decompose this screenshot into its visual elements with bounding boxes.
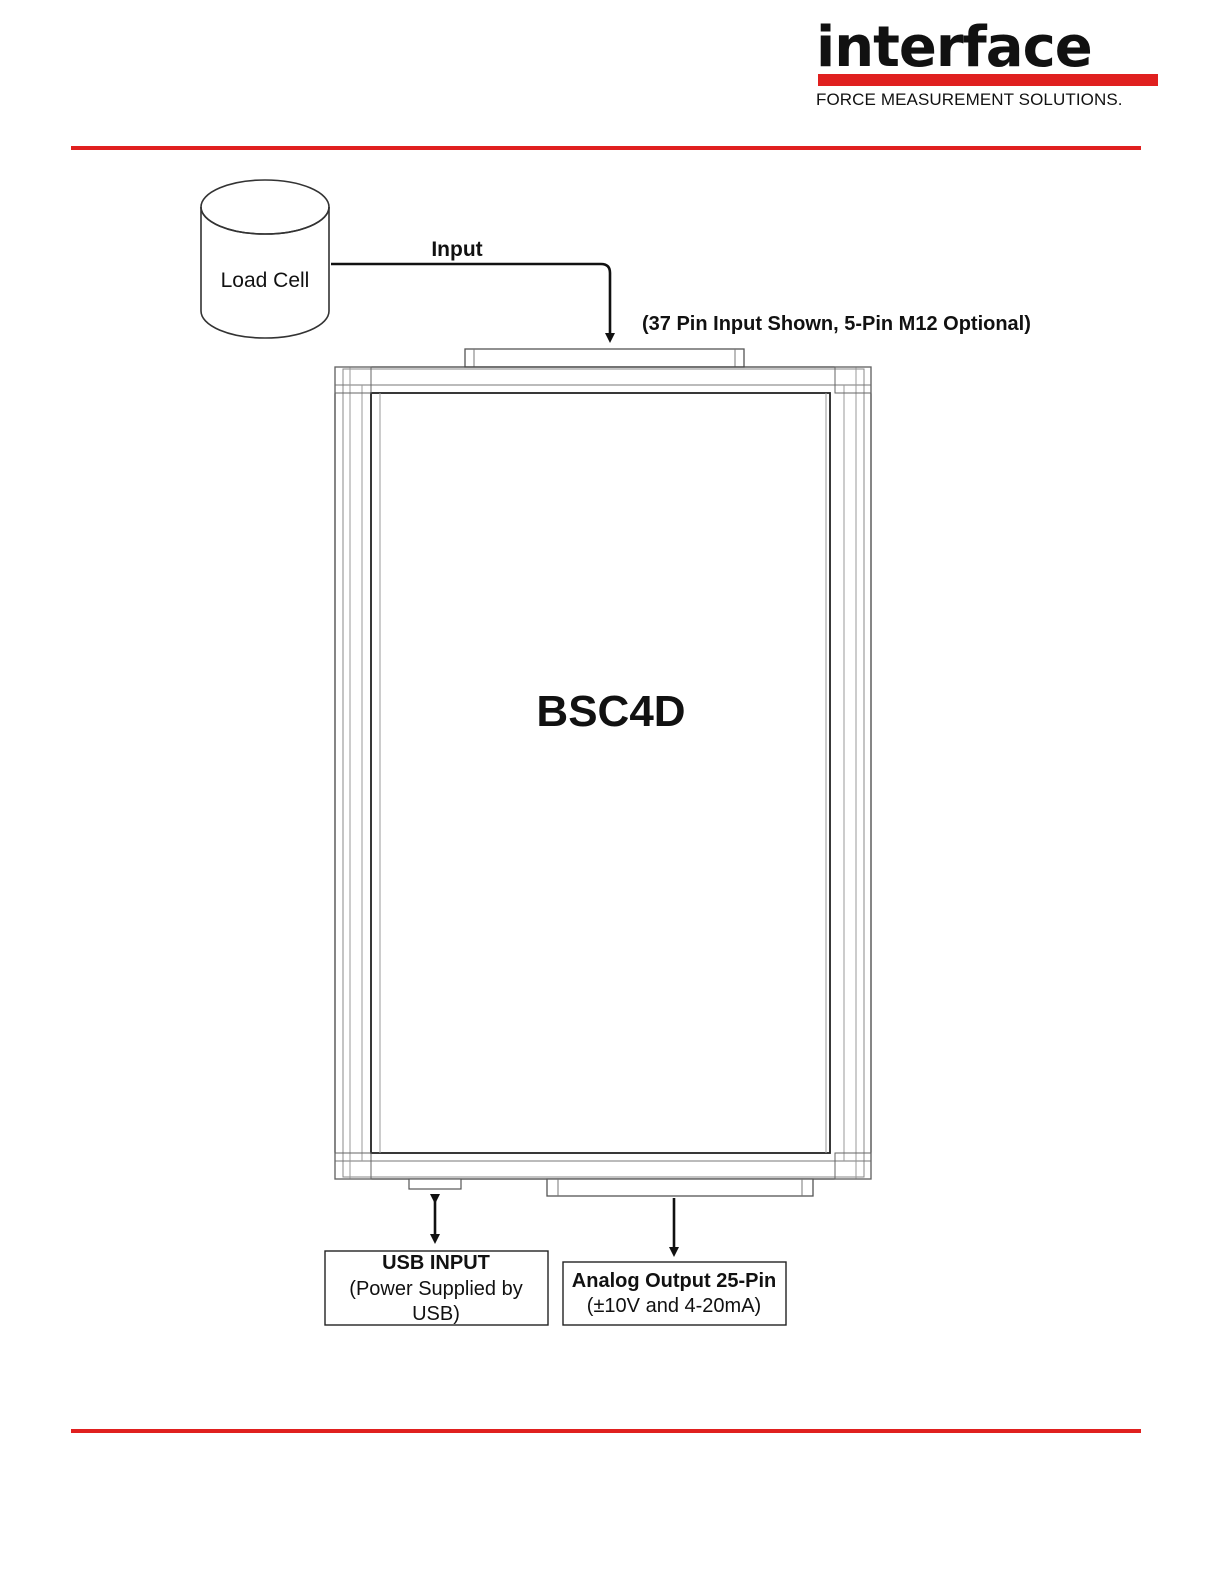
analog-output-note: (±10V and 4-20mA) [587,1295,761,1317]
device-label: BSC4D [536,687,685,736]
usb-input-note-line2: USB) [412,1303,460,1325]
input-arrow [331,264,610,338]
input-label: Input [431,238,482,261]
usb-input-note-line1: (Power Supplied by [349,1278,522,1300]
usb-connector [409,1179,461,1189]
load-cell-label: Load Cell [221,269,310,292]
load-cell-cylinder [201,180,329,338]
bsc4d-enclosure [335,367,871,1179]
input-connector-note: (37 Pin Input Shown, 5-Pin M12 Optional) [642,313,1031,335]
analog-output-connector-25pin [547,1179,813,1196]
input-connector-37pin [465,349,744,367]
analog-output-title: Analog Output 25-Pin [572,1270,776,1292]
usb-input-title: USB INPUT [382,1252,490,1274]
